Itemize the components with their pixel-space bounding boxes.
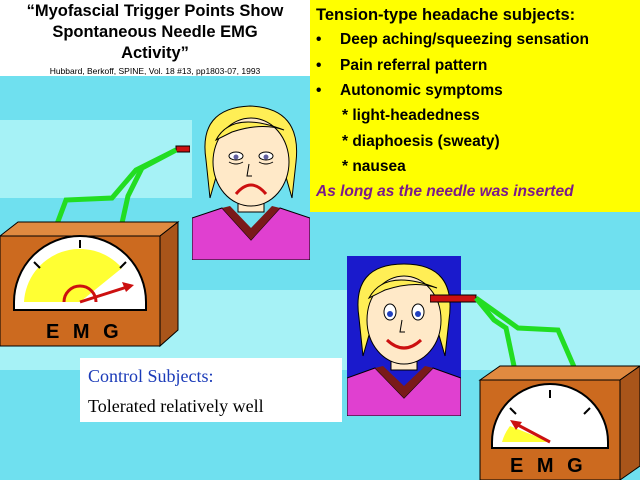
bullet-text: Autonomic symptoms	[340, 82, 503, 99]
sub-item: * diaphoesis (sweaty)	[342, 133, 500, 150]
emg-machine-right: E M G	[430, 294, 640, 480]
tension-headache-box: Tension-type headache subjects: •Deep ac…	[310, 0, 640, 212]
control-title: Control Subjects:	[88, 366, 214, 386]
emg-label: E M G	[510, 455, 587, 477]
sub-item: * light-headedness	[342, 107, 480, 124]
happy-face-picture	[347, 256, 461, 416]
emg-machine-left: E M G	[0, 145, 190, 348]
sub-item: * nausea	[342, 158, 406, 175]
slide-title: “Myofascial Trigger Points Show Spontane…	[26, 2, 284, 62]
bullet-text: Pain referral pattern	[340, 57, 488, 74]
bullet-item: •Autonomic symptoms	[316, 82, 503, 99]
needle	[175, 145, 190, 153]
needle	[430, 294, 477, 303]
wire	[474, 296, 517, 367]
control-body: Tolerated relatively well	[88, 396, 264, 416]
bullet-item: •Pain referral pattern	[316, 57, 488, 74]
control-subjects-box: Control Subjects: Tolerated relatively w…	[80, 358, 342, 422]
wire	[117, 147, 178, 233]
emg-label: E M G	[46, 321, 123, 343]
tension-heading: Tension-type headache subjects:	[316, 6, 576, 24]
needle-note: As long as the needle was inserted	[316, 183, 574, 200]
sad-face-picture	[192, 100, 310, 260]
bullet-item: •Deep aching/squeezing sensation	[316, 31, 589, 48]
wire	[474, 295, 581, 377]
citation: Hubbard, Berkoff, SPINE, Vol. 18 #13, pp…	[49, 66, 261, 76]
title-box: “Myofascial Trigger Points Show Spontane…	[0, 0, 310, 76]
bullet-text: Deep aching/squeezing sensation	[340, 31, 589, 48]
